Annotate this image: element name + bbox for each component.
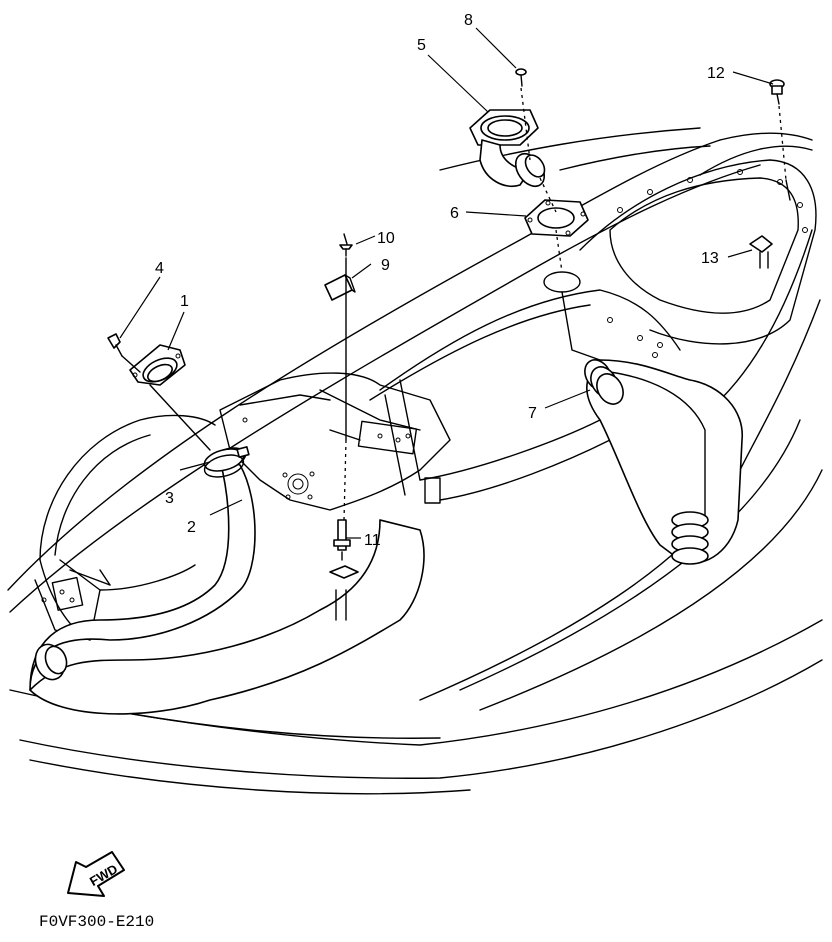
figure-code: F0VF300-E210	[39, 913, 154, 931]
callout-11: 11	[364, 532, 381, 549]
leader-lines	[119, 27, 774, 539]
callout-8: 8	[464, 12, 473, 29]
part-1-vent-flange	[129, 344, 186, 386]
callout-1: 1	[180, 293, 189, 310]
center-console	[219, 372, 451, 511]
part-6-gasket	[524, 199, 589, 237]
callout-6: 6	[450, 205, 459, 222]
bolt-holes	[607, 169, 808, 358]
part-4-screw	[107, 333, 123, 357]
rear-storage-opening	[579, 159, 817, 358]
callout-7: 7	[528, 405, 537, 422]
callout-5: 5	[417, 37, 426, 54]
callout-4: 4	[155, 260, 164, 277]
inner-frame	[369, 289, 681, 504]
part-10-rivet	[339, 233, 353, 257]
fwd-label: FWD	[87, 861, 120, 889]
assembly-lines	[121, 87, 791, 521]
part-12-bolt	[769, 79, 785, 105]
forward-arrow-icon: FWD	[67, 851, 125, 897]
callout-9: 9	[381, 257, 390, 274]
callout-10: 10	[377, 230, 395, 247]
callout-13: 13	[701, 250, 719, 267]
part-8-screw	[515, 68, 527, 87]
part-5-elbow	[469, 109, 546, 188]
part-3-hose-clamp	[203, 446, 250, 478]
part-7-vent-duct	[584, 359, 743, 565]
callout-labels: 4 1 3 2 5 6 7 8 9 10 11 12 13	[155, 12, 725, 549]
part-13-holder	[749, 235, 773, 269]
deck-vent-hole	[543, 271, 581, 293]
callout-12: 12	[707, 65, 725, 82]
part-2-vent-hose	[29, 447, 425, 715]
part-11-bolt	[329, 519, 359, 621]
part-9-clip	[324, 274, 356, 301]
callout-2: 2	[187, 519, 196, 536]
callout-3: 3	[165, 490, 174, 507]
